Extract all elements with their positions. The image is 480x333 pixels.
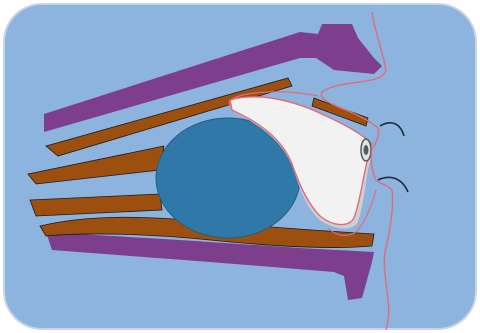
pupil-marker — [364, 145, 369, 155]
